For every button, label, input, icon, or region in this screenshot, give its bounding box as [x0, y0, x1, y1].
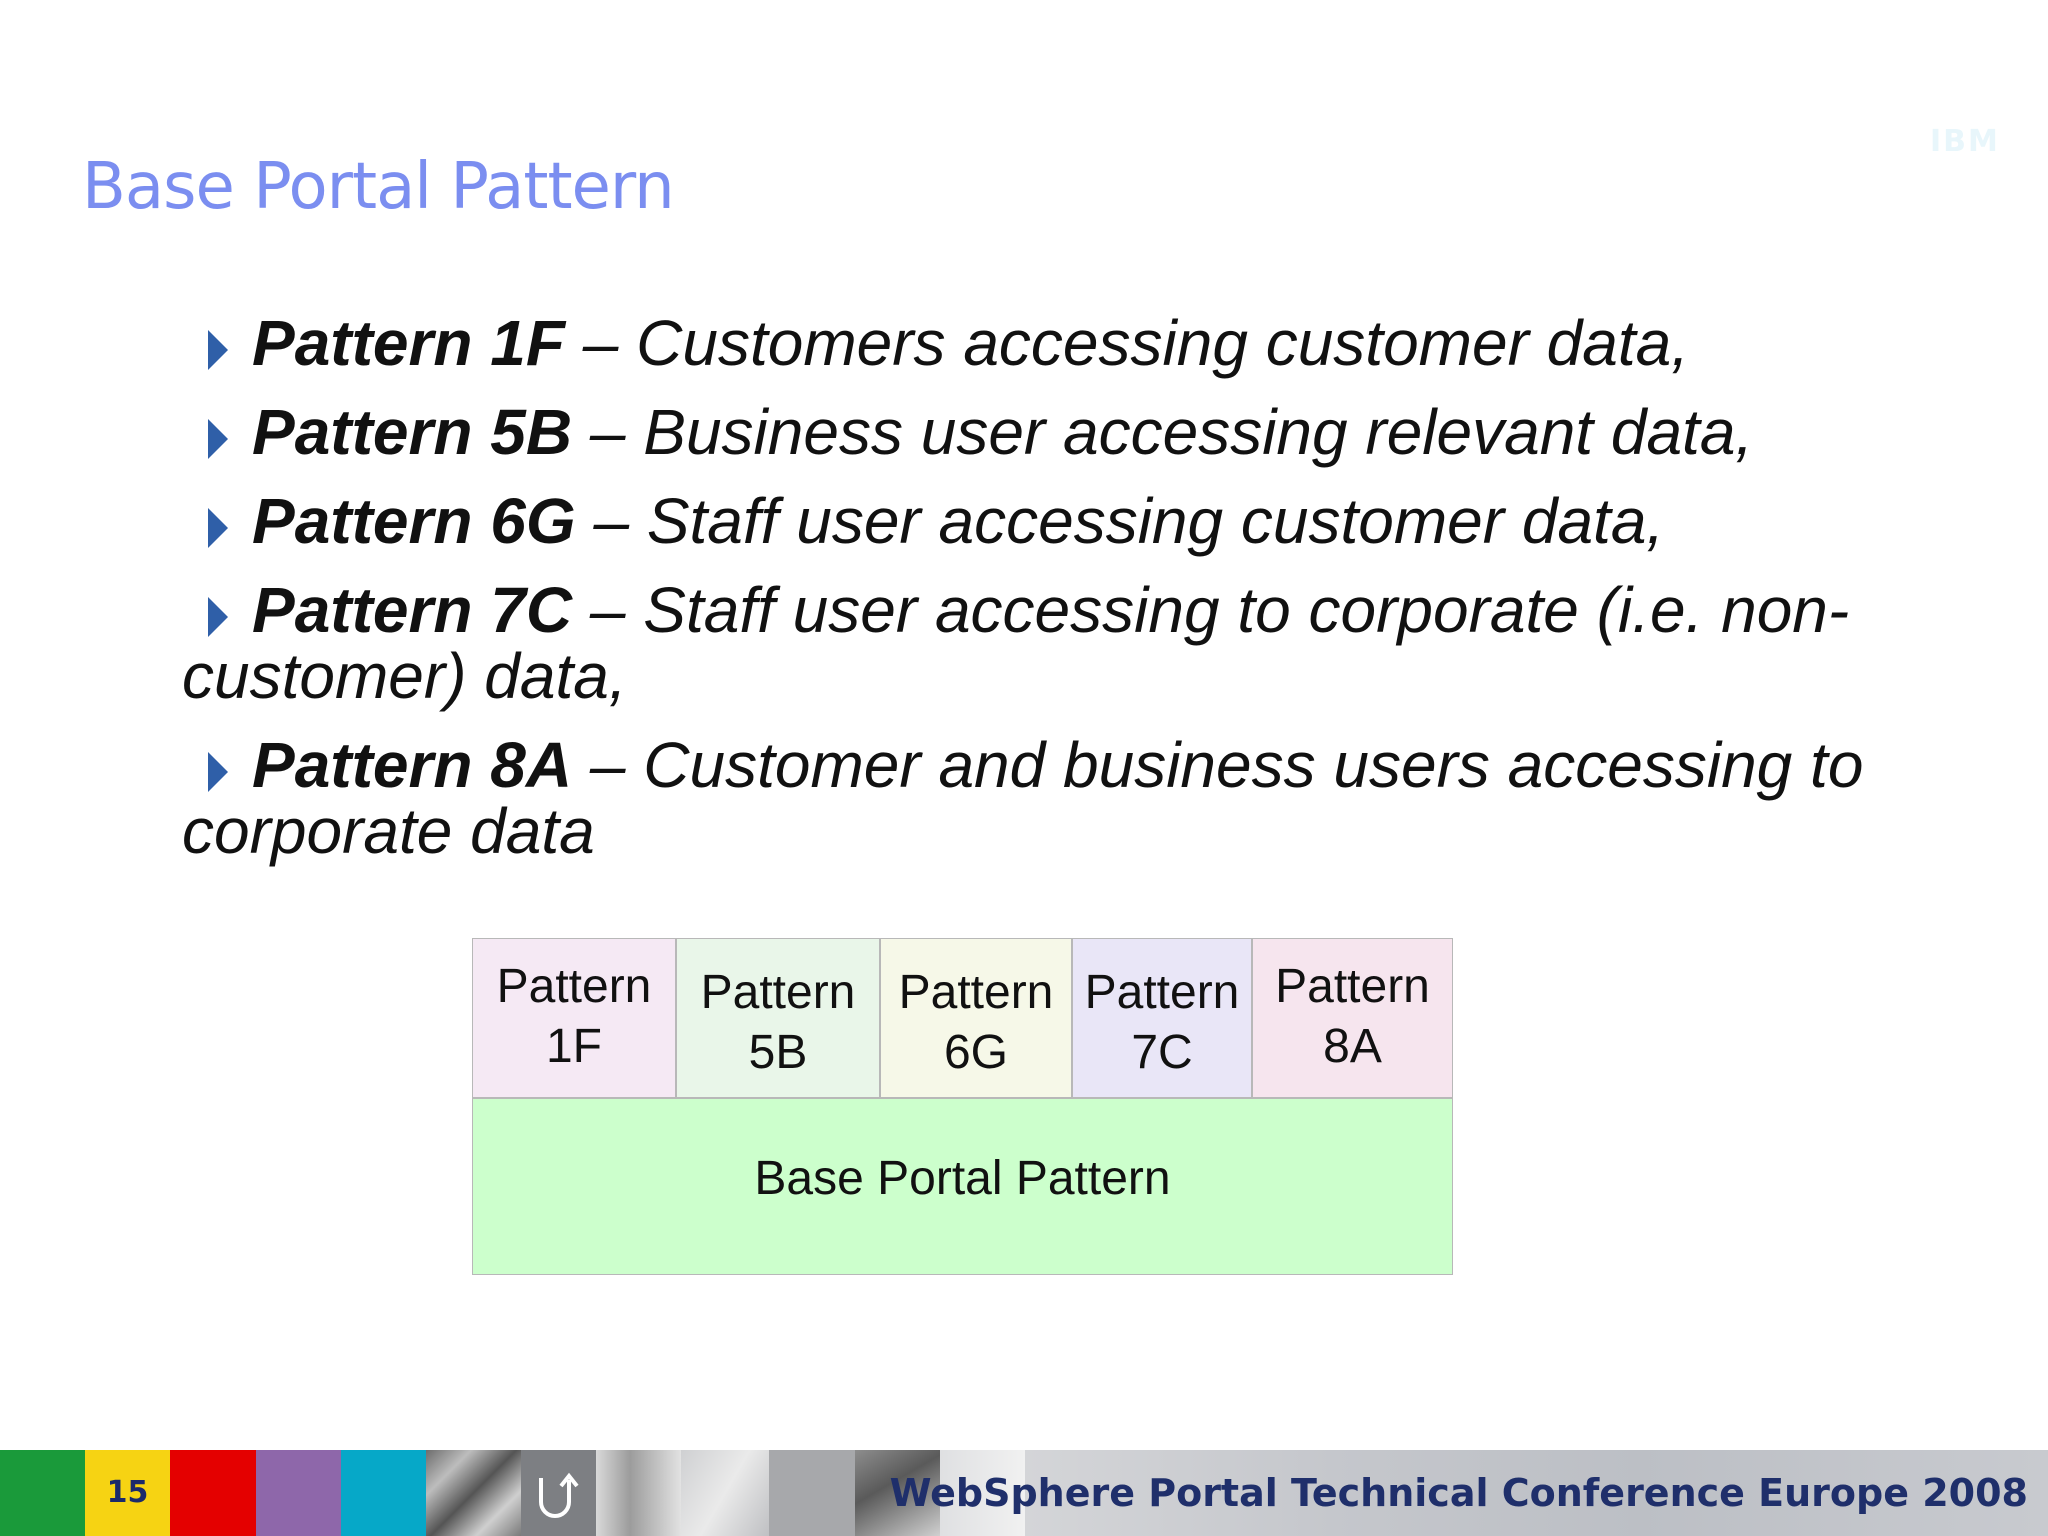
- bullet-text: – Staff user accessing to corporate (i.e…: [182, 574, 1850, 712]
- triangle-bullet-icon: [208, 419, 228, 459]
- pattern-diagram: Pattern 1F Pattern 5B Pattern 6G Pattern…: [472, 938, 1453, 1275]
- footer-swatch-red: [170, 1450, 256, 1536]
- footer-photo: [426, 1450, 521, 1536]
- footer-photo: [596, 1450, 681, 1536]
- cell-line-1: Pattern: [898, 966, 1054, 1019]
- bullet-item: Pattern 7C – Staff user accessing to cor…: [182, 577, 1942, 709]
- footer-photo: [681, 1450, 769, 1536]
- bullet-term: Pattern 6G: [252, 485, 576, 557]
- pattern-cell-1f: Pattern 1F: [472, 938, 676, 1098]
- triangle-bullet-icon: [208, 330, 228, 370]
- cell-line-2: 1F: [545, 1020, 602, 1073]
- footer-swatch-yellow: [85, 1450, 170, 1536]
- bullet-text: – Staff user accessing customer data,: [575, 485, 1665, 557]
- triangle-bullet-icon: [208, 597, 228, 637]
- footer-swatch-green: [0, 1450, 85, 1536]
- cell-line-1: Pattern: [700, 966, 856, 1019]
- footer-photo: [855, 1450, 940, 1536]
- page-number: 15: [106, 1475, 149, 1510]
- bullet-item: Pattern 8A – Customer and business users…: [182, 732, 1942, 864]
- bullet-term: Pattern 7C: [252, 574, 573, 646]
- cell-line-2: 6G: [943, 1026, 1009, 1079]
- footer-photo: [769, 1450, 855, 1536]
- pattern-cell-5b: Pattern 5B: [676, 938, 880, 1098]
- refresh-icon: [539, 1472, 579, 1518]
- cell-line-1: Pattern: [1084, 966, 1240, 1019]
- conference-name: WebSphere Portal Technical Conference Eu…: [889, 1471, 2028, 1515]
- footer-photo: [940, 1450, 1025, 1536]
- bullet-item: Pattern 5B – Business user accessing rel…: [182, 399, 1942, 465]
- bullet-item: Pattern 1F – Customers accessing custome…: [182, 310, 1942, 376]
- cell-line-2: 8A: [1323, 1020, 1382, 1073]
- footer-photo: [521, 1450, 596, 1536]
- pattern-cell-8a: Pattern 8A: [1252, 938, 1453, 1098]
- footer-photo: [1025, 1450, 2048, 1536]
- cell-line-2: 7C: [1131, 1026, 1193, 1079]
- footer-swatch-purple: [256, 1450, 341, 1536]
- bullet-text: – Business user accessing relevant data,: [572, 396, 1754, 468]
- slide-title: Base Portal Pattern: [82, 150, 675, 224]
- pattern-cell-6g: Pattern 6G: [880, 938, 1072, 1098]
- bullet-list: Pattern 1F – Customers accessing custome…: [182, 310, 1942, 887]
- pattern-cell-7c: Pattern 7C: [1072, 938, 1252, 1098]
- bullet-term: Pattern 5B: [252, 396, 573, 468]
- footer-bar: 15 WebSphere Portal Technical Conference…: [0, 1450, 2048, 1536]
- bullet-term: Pattern 1F: [252, 307, 565, 379]
- triangle-bullet-icon: [208, 752, 228, 792]
- cell-line-2: 5B: [748, 1026, 808, 1079]
- ibm-logo: IBM: [1930, 124, 2000, 159]
- base-portal-pattern-block: Base Portal Pattern: [472, 1098, 1453, 1275]
- bullet-term: Pattern 8A: [252, 729, 573, 801]
- bullet-text: – Customer and business users accessing …: [182, 729, 1864, 867]
- cell-line-1: Pattern: [1275, 960, 1430, 1013]
- footer-swatch-cyan: [341, 1450, 426, 1536]
- bullet-item: Pattern 6G – Staff user accessing custom…: [182, 488, 1942, 554]
- triangle-bullet-icon: [208, 508, 228, 548]
- bullet-text: – Customers accessing customer data,: [564, 307, 1689, 379]
- cell-line-1: Pattern: [496, 960, 652, 1013]
